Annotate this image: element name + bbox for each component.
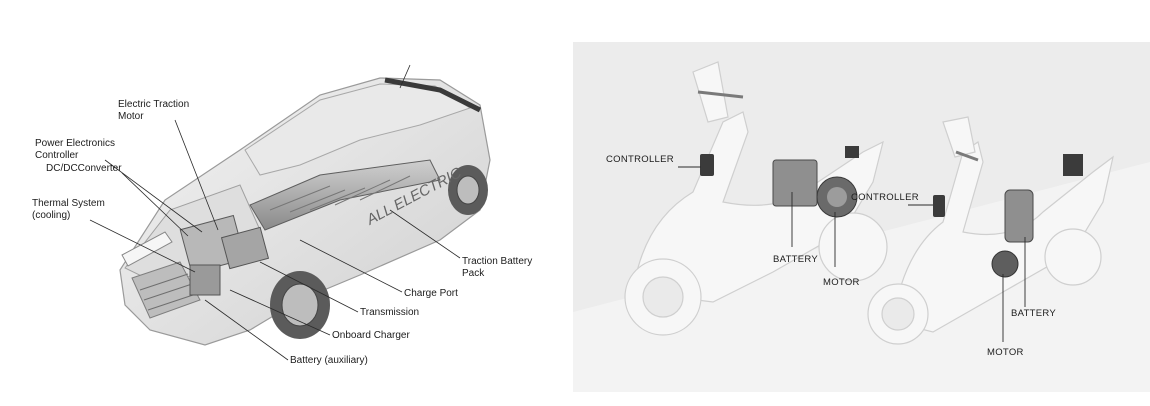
label-power-electronics-controller: Power Electronics Controller <box>35 138 116 161</box>
label-onboard-charger: Onboard Charger <box>332 330 410 341</box>
car-illustration: ALL ELECTRIC <box>89 64 491 361</box>
aux-battery-block <box>189 264 221 296</box>
scooter-2 <box>867 116 1114 345</box>
battery-1-part <box>772 159 818 207</box>
label-motor-2: MOTOR <box>987 347 1024 358</box>
rear-part-2 <box>1063 154 1083 176</box>
scooter-diagram-panel: CONTROLLER BATTERY MOTOR CONTROLLER BATT… <box>573 42 1150 392</box>
label-electric-traction-motor: Electric Traction Motor <box>118 99 190 122</box>
battery-2-part <box>1004 189 1034 243</box>
label-motor-1: MOTOR <box>823 277 860 288</box>
traction-battery-pack <box>249 159 441 231</box>
label-thermal-system: Thermal System (cooling) <box>32 198 105 221</box>
car-diagram-panel: ALL ELECTRIC Electric Traction Motor Pow… <box>0 0 560 406</box>
roof-antenna-strip <box>384 77 482 113</box>
label-charge-port: Charge Port <box>404 288 458 299</box>
controller-2-part <box>933 195 945 217</box>
headlight <box>121 231 173 267</box>
label-controller-2: CONTROLLER <box>851 192 919 203</box>
motor-block <box>220 226 270 270</box>
label-dcdc-converter: DC/DCConverter <box>46 163 122 174</box>
label-controller-1: CONTROLLER <box>606 154 674 165</box>
label-transmission: Transmission <box>360 307 420 318</box>
car-roof <box>244 83 472 176</box>
label-battery-auxiliary: Battery (auxiliary) <box>290 355 368 366</box>
controller-1-part <box>700 154 714 176</box>
label-traction-battery-pack: Traction Battery Pack <box>462 256 533 279</box>
label-battery-2: BATTERY <box>1011 308 1057 319</box>
scooter-illustration <box>573 61 1150 392</box>
label-battery-1: BATTERY <box>773 254 819 265</box>
scooter-1 <box>624 61 888 336</box>
motor-2-part <box>991 250 1019 278</box>
rear-part-1 <box>845 146 859 158</box>
